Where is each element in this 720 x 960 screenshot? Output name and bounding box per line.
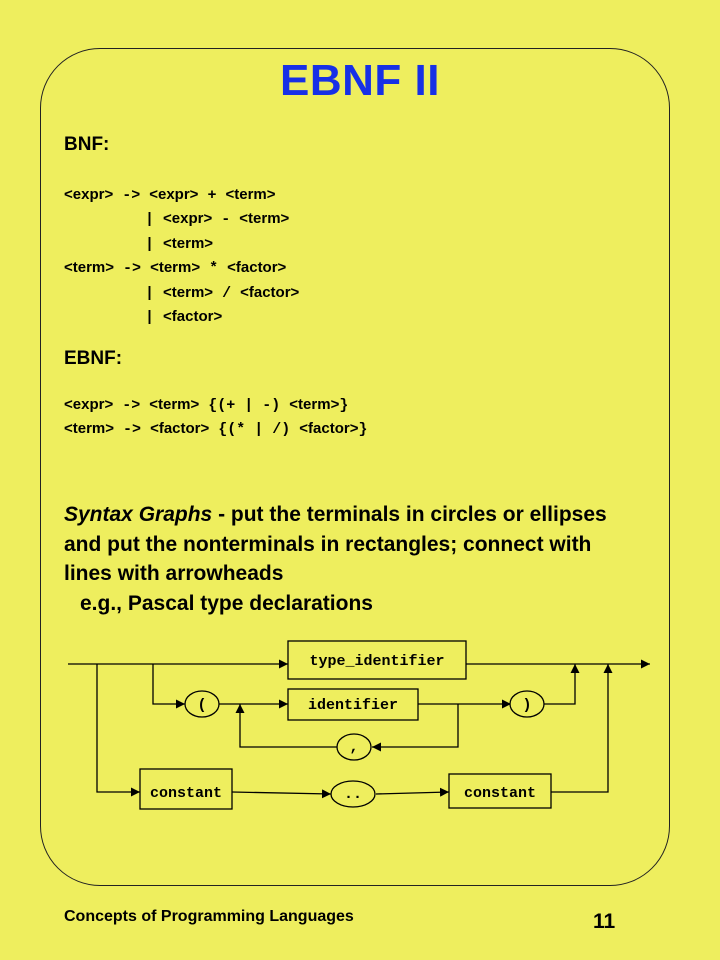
bnf-rule-line: | <term> / <factor> [64, 283, 300, 302]
nonterminal-token: <term> [150, 259, 201, 277]
ebnf-heading: EBNF: [64, 348, 123, 369]
syntax-token: } [358, 421, 368, 439]
syntax-graphs-term: Syntax Graphs [64, 503, 213, 526]
open-paren-circle [184, 690, 220, 718]
ebnf-rule-line: <term> -> <factor> {(* | /) <factor>} [64, 420, 368, 439]
enum-branch-line [152, 664, 185, 709]
bnf-heading: BNF: [64, 134, 110, 155]
syntax-token: | [64, 284, 164, 302]
range-to-constant-line [375, 787, 450, 797]
bnf-rule-line: | <term> [64, 234, 214, 253]
constant-right-label: constant [464, 785, 536, 802]
nonterminal-token: <term> [64, 259, 115, 277]
syntax-token: -> [114, 260, 151, 278]
type-identifier-label: type_identifier [309, 653, 444, 670]
constant-box-left [139, 768, 233, 810]
footer-course-title: Concepts of Programming Languages [64, 908, 354, 925]
syntax-token: | [64, 211, 164, 229]
bnf-rule-line: | <expr> - <term> [64, 210, 290, 229]
slide-frame [40, 48, 670, 886]
syntax-graphs-paragraph: Syntax Graphs - put the terminals in cir… [64, 500, 624, 618]
nonterminal-token: <expr> [64, 396, 114, 413]
ebnf-rules: <expr> -> <term> {(+ | -) <term>} <term>… [64, 393, 368, 442]
nonterminal-token: <term> [163, 234, 214, 252]
nonterminal-token: <factor> [163, 308, 223, 326]
syntax-graphs-description: - put the terminals in circles or ellips… [64, 503, 607, 585]
identifier-box [287, 688, 419, 721]
page-number: 11 [593, 910, 616, 933]
syntax-token: {(* | /) [209, 421, 300, 439]
constant-left-label: constant [150, 785, 222, 802]
close-paren-label: ) [522, 697, 531, 714]
syntax-token: * [200, 260, 228, 278]
range-ellipse [330, 780, 376, 808]
nonterminal-token: <term> [289, 396, 340, 413]
identifier-label: identifier [308, 697, 398, 714]
syntax-token: | [64, 309, 164, 327]
syntax-token: -> [113, 187, 150, 204]
nonterminal-token: <expr> [64, 186, 114, 203]
open-paren-label: ( [197, 697, 206, 714]
constant-to-range-line [231, 789, 332, 799]
bnf-rule-line: <term> -> <term> * <factor> [64, 259, 287, 278]
nonterminal-token: <term> [64, 420, 115, 438]
range-exit-line [551, 664, 613, 793]
ebnf-rule-line: <expr> -> <term> {(+ | -) <term>} [64, 396, 349, 414]
syntax-token: {(+ | -) [199, 397, 290, 414]
nonterminal-token: <term> [239, 210, 290, 228]
slide-title: EBNF II [280, 56, 440, 105]
nonterminal-token: <term> [149, 396, 200, 413]
nonterminal-token: <factor> [227, 259, 287, 277]
nonterminal-token: <term> [163, 283, 214, 301]
syntax-token: - [212, 211, 240, 229]
nonterminal-token: <factor> [150, 420, 210, 438]
bnf-rule-line: <expr> -> <expr> + <term> [64, 186, 276, 204]
enum-exit-line [544, 664, 580, 705]
nonterminal-token: <expr> [149, 186, 199, 203]
syntax-token: -> [113, 397, 150, 414]
type-identifier-box [287, 640, 467, 680]
nonterminal-token: <factor> [299, 420, 359, 438]
syntax-token: / [213, 284, 241, 302]
syntax-token: | [64, 235, 164, 253]
nonterminal-token: <factor> [240, 283, 300, 301]
example-line: e.g., Pascal type declarations [80, 591, 373, 615]
syntax-token: } [339, 397, 349, 414]
nonterminal-token: <expr> [163, 210, 213, 228]
comma-circle [336, 733, 372, 761]
syntax-token: + [198, 187, 226, 204]
bnf-rule-line: | <factor> [64, 308, 223, 327]
constant-box-right [448, 773, 552, 809]
comma-label: , [349, 739, 358, 756]
syntax-token: -> [114, 421, 151, 439]
comma-loop-line [372, 704, 459, 752]
bnf-rules: <expr> -> <expr> + <term> | <expr> - <te… [64, 183, 299, 329]
range-label: .. [344, 786, 362, 803]
close-paren-circle [509, 690, 545, 718]
loop-return-line [235, 704, 337, 748]
range-branch-line [96, 664, 140, 797]
nonterminal-token: <term> [225, 186, 276, 203]
